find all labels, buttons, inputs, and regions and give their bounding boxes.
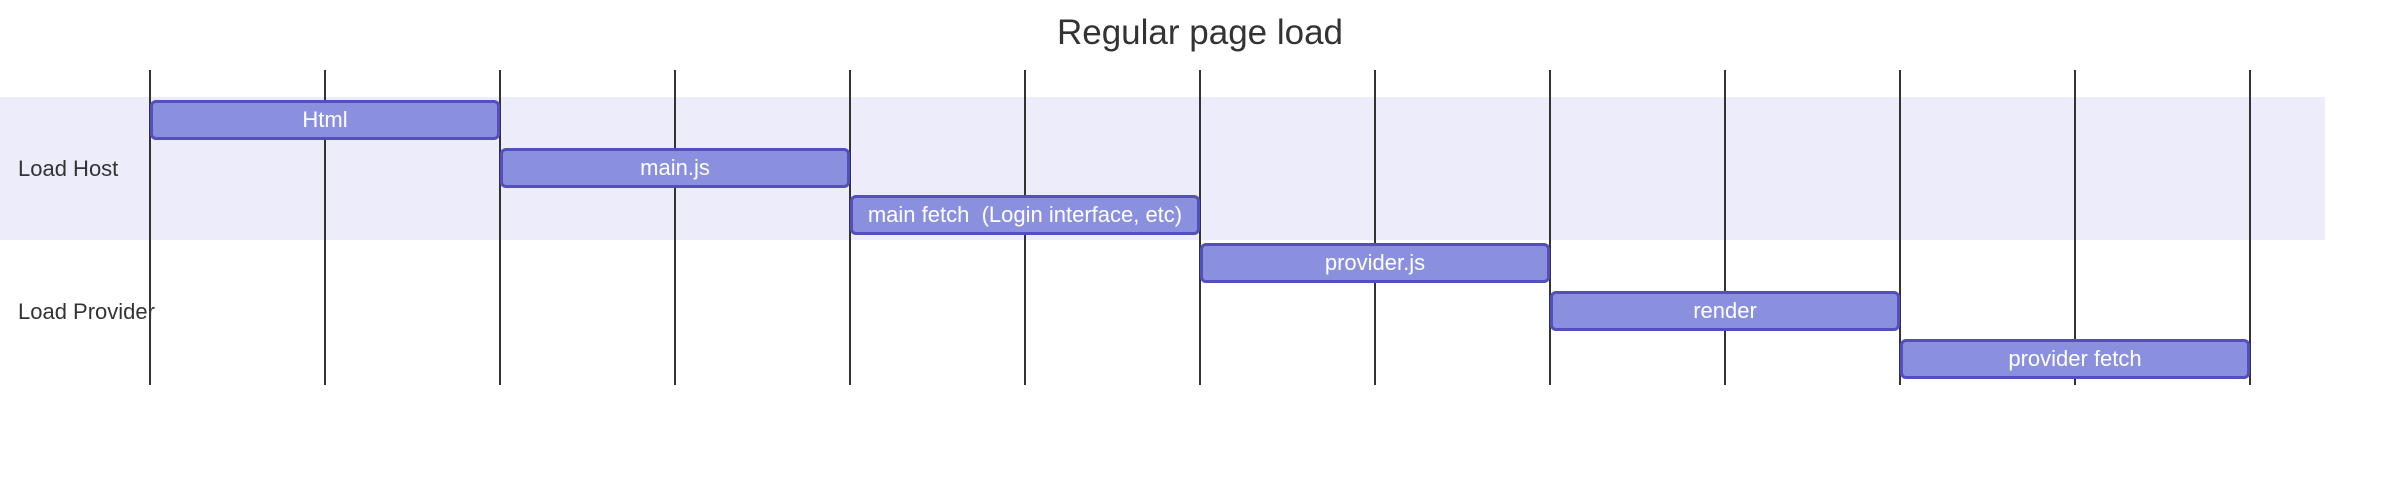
task-bar-label: provider.js (1324, 250, 1426, 276)
grid-tick-line (499, 70, 501, 385)
grid-tick-line (149, 70, 151, 385)
task-bar-label: provider fetch (2008, 345, 2142, 371)
section-label: Load Host (18, 155, 119, 181)
task-bar-label: main.js (640, 154, 710, 180)
task-bar: Html (150, 100, 500, 140)
task-bar: main fetch (Login interface, etc) (850, 195, 1200, 236)
task-bar: provider.js (1200, 243, 1550, 284)
task-bar-label: main fetch (Login interface, etc) (867, 202, 1183, 228)
chart-title: Regular page load (1056, 13, 1344, 52)
grid-tick-line (2074, 70, 2076, 385)
grid-tick-line (674, 70, 676, 385)
task-bar: main.js (500, 147, 850, 188)
task-bar-label: render (1693, 297, 1757, 323)
grid-tick-line (1899, 70, 1901, 385)
grid-tick-line (1374, 70, 1376, 385)
grid-tick-line (1199, 70, 1201, 385)
task-bar: render (1550, 290, 1900, 331)
grid-tick-line (2249, 70, 2251, 385)
grid-tick-line (1724, 70, 1726, 385)
task-bar: provider fetch (1900, 338, 2250, 379)
grid-tick-line (1549, 70, 1551, 385)
grid-tick-line (324, 70, 326, 385)
section-label: Load Provider (18, 298, 155, 324)
task-bar-label: Html (302, 107, 348, 132)
